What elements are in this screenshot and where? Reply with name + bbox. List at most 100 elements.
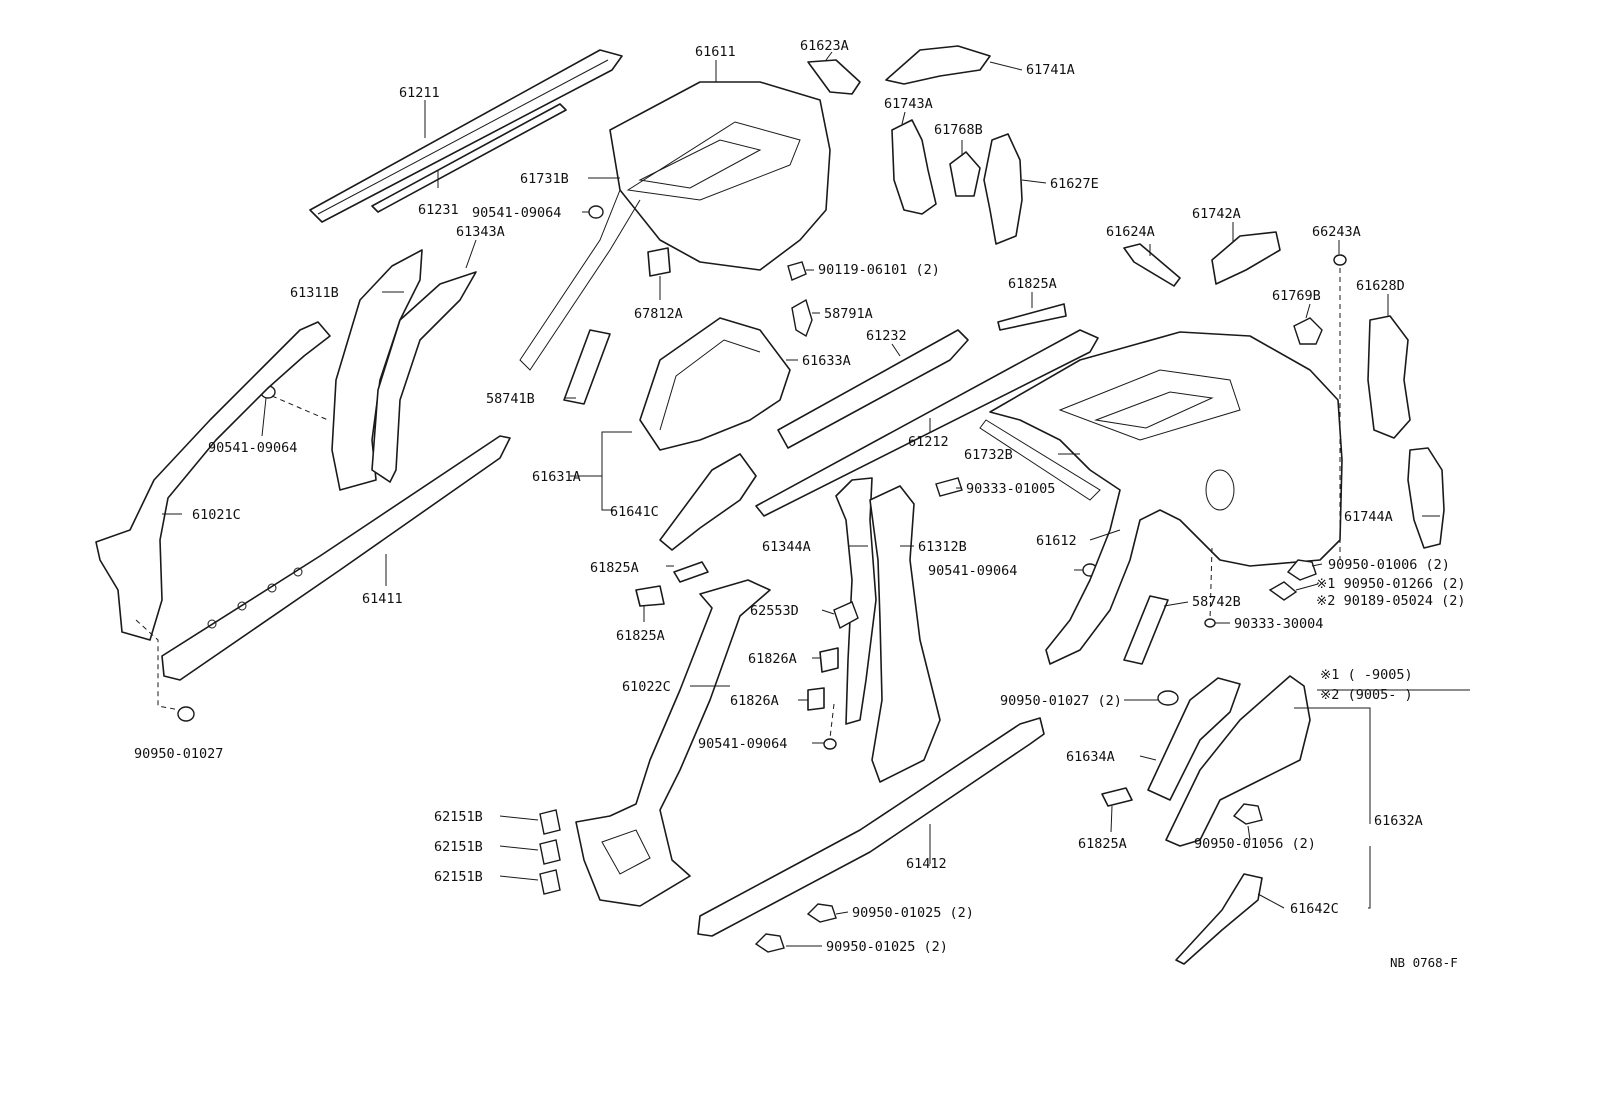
part-61612	[989, 331, 1343, 665]
label-61312B: 61312B	[918, 539, 967, 555]
grommet-90950-01025-a	[806, 903, 837, 923]
part-61344A	[835, 477, 877, 725]
plug-62151B-c	[539, 869, 561, 895]
label-90541-09064-d: 90541-09064	[698, 736, 787, 752]
part-61623A	[807, 59, 861, 95]
label-61021C: 61021C	[192, 507, 241, 523]
label-61743A: 61743A	[884, 96, 933, 112]
label-90333-01005: 90333-01005	[966, 481, 1055, 497]
label-61732B: 61732B	[964, 447, 1013, 463]
label-61633A: 61633A	[802, 353, 851, 369]
label-61825A-a: 61825A	[1008, 276, 1057, 292]
label-61232: 61232	[866, 328, 907, 344]
legend: ※1 ( -9005) ※2 (9005- )	[1320, 667, 1413, 703]
grommet-90950-01027-b	[177, 706, 195, 722]
plug-62151B-a	[539, 809, 561, 835]
label-61611: 61611	[695, 44, 736, 60]
label-61343A: 61343A	[456, 224, 505, 240]
part-labels: 61211 61231 61611 61623A 61741A 61743A 6…	[134, 38, 1465, 955]
label-61641C: 61641C	[610, 504, 659, 520]
label-61612: 61612	[1036, 533, 1077, 549]
part-61627E	[983, 133, 1023, 245]
label-61825A-d: 61825A	[1078, 836, 1127, 852]
label-61826A-a: 61826A	[748, 651, 797, 667]
label-90950-01027-b: 90950-01027	[134, 746, 223, 762]
part-61634A	[1147, 677, 1241, 801]
part-61743A	[891, 119, 937, 215]
label-90950-01025-a: 90950-01025 (2)	[852, 905, 974, 921]
leader-lines	[162, 51, 1470, 947]
label-61825A-c: 61825A	[616, 628, 665, 644]
part-61311B	[331, 249, 423, 491]
label-61631A: 61631A	[532, 469, 581, 485]
label-61642C: 61642C	[1290, 901, 1339, 917]
label-90119-06101: 90119-06101 (2)	[818, 262, 940, 278]
part-61628D	[1367, 315, 1411, 439]
part-61211	[309, 49, 623, 223]
plug-90333-01005	[935, 477, 963, 497]
label-61742A: 61742A	[1192, 206, 1241, 222]
clip-58791A	[791, 298, 813, 338]
clip-90541-09064-d	[823, 738, 837, 750]
pad-61825A-a	[997, 303, 1067, 331]
label-61212: 61212	[908, 434, 949, 450]
label-90333-30004: 90333-30004	[1234, 616, 1323, 632]
label-62151B-c: 62151B	[434, 869, 483, 885]
label-61623A: 61623A	[800, 38, 849, 54]
label-61344A: 61344A	[762, 539, 811, 555]
label-61624A: 61624A	[1106, 224, 1155, 240]
clip-90541-09064-a	[588, 205, 604, 219]
part-61633A	[639, 317, 791, 451]
part-61312B	[869, 485, 941, 783]
label-61022C: 61022C	[622, 679, 671, 695]
label-58791A: 58791A	[824, 306, 873, 322]
label-61628D: 61628D	[1356, 278, 1405, 294]
part-61641C	[659, 453, 757, 551]
pad-61825A-c	[635, 585, 665, 607]
part-61022C	[575, 579, 771, 907]
part-61412	[697, 717, 1045, 937]
label-90541-09064-c: 90541-09064	[928, 563, 1017, 579]
label-61634A: 61634A	[1066, 749, 1115, 765]
label-61632A: 61632A	[1374, 813, 1423, 829]
label-58742B: 58742B	[1192, 594, 1241, 610]
plug-90333-30004	[1204, 618, 1216, 628]
label-61741A: 61741A	[1026, 62, 1075, 78]
part-61769B	[1293, 317, 1323, 345]
label-90189-05024: ※2 90189-05024 (2)	[1316, 593, 1465, 609]
grommet-90950-01006	[1286, 559, 1317, 581]
part-61231	[371, 103, 567, 213]
part-61212	[755, 329, 1099, 517]
label-61731B: 61731B	[520, 171, 569, 187]
label-90950-01006: 90950-01006 (2)	[1328, 557, 1450, 573]
label-61769B: 61769B	[1272, 288, 1321, 304]
pad-58741B	[563, 329, 611, 405]
pad-58742B	[1123, 595, 1169, 665]
diagram-code: NB 0768-F	[1390, 955, 1458, 970]
grommet-90950-01027-a	[1157, 690, 1179, 706]
plug-62151B-b	[539, 839, 561, 865]
label-90541-09064-b: 90541-09064	[208, 440, 297, 456]
legend-line-1: ※1 ( -9005)	[1320, 667, 1413, 683]
dashed-connectors	[135, 268, 1341, 739]
part-61768B	[949, 151, 981, 197]
pad-61826A-b	[807, 687, 825, 711]
label-61768B: 61768B	[934, 122, 983, 138]
label-61825A-b: 61825A	[590, 560, 639, 576]
part-67812A	[647, 247, 671, 277]
legend-line-2: ※2 (9005- )	[1320, 687, 1413, 703]
label-61744A: 61744A	[1344, 509, 1393, 525]
grommet-90950-01025-b	[754, 933, 785, 953]
part-62553D	[833, 601, 859, 630]
part-61611	[519, 81, 831, 371]
pad-61825A-d	[1101, 787, 1133, 807]
label-62151B-b: 62151B	[434, 839, 483, 855]
label-90950-01266: ※1 90950-01266 (2)	[1316, 576, 1465, 592]
bolt-90119-06101	[787, 261, 807, 281]
part-61232	[777, 329, 969, 449]
part-61021C	[95, 321, 331, 641]
label-67812A: 67812A	[634, 306, 683, 322]
label-61412: 61412	[906, 856, 947, 872]
label-61826A-b: 61826A	[730, 693, 779, 709]
